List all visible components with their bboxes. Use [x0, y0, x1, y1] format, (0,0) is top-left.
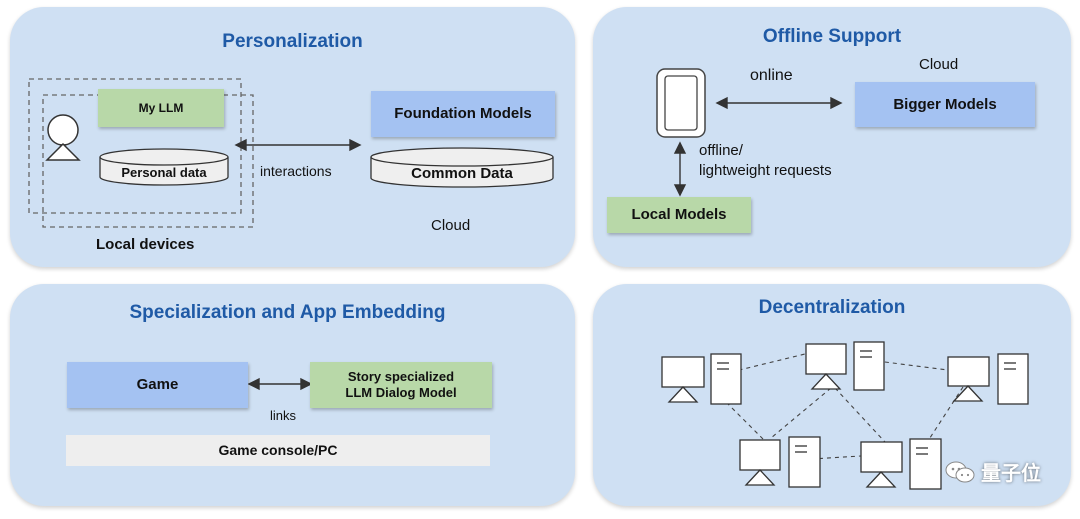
phone-icon	[656, 68, 706, 138]
computer-node-2	[805, 341, 885, 391]
common-data-cylinder	[370, 147, 554, 188]
decentralization-network	[661, 341, 1029, 490]
offline-support-title: Offline Support	[762, 26, 902, 47]
common-data-label: Common Data	[411, 164, 513, 182]
offline-support-panel: Offline Support online Cloud Bigger Mode…	[593, 7, 1071, 267]
network-links	[714, 353, 964, 460]
decentralization-panel: Decentralization	[593, 284, 1071, 506]
computer-node-3	[947, 353, 1029, 405]
offline-graphics	[656, 68, 843, 197]
offline-arrow	[673, 141, 687, 197]
interactions-arrow	[234, 138, 362, 152]
wechat-icon	[945, 461, 975, 482]
interactions-label: interactions	[260, 163, 332, 179]
story-model-box: Story specialized LLM Dialog Model	[310, 362, 492, 408]
computer-node-4	[739, 436, 821, 488]
local-models-box: Local Models	[607, 197, 751, 233]
personal-data-cylinder	[99, 148, 229, 186]
personalization-title: Personalization	[222, 31, 363, 52]
foundation-models-box: Foundation Models	[371, 91, 555, 137]
bigger-models-box: Bigger Models	[855, 82, 1035, 127]
specialization-panel: Specialization and App Embedding Game li…	[10, 284, 575, 506]
local-devices-label: Local devices	[96, 236, 195, 253]
cloud-label: Cloud	[431, 217, 471, 234]
offline-cloud-label: Cloud	[919, 56, 959, 73]
personal-data-label: Personal data	[121, 164, 207, 180]
offline-requests-line2: lightweight requests	[699, 162, 832, 180]
offline-requests-line1: offline/	[699, 142, 743, 159]
specialization-graphics	[247, 377, 313, 391]
links-label: links	[270, 408, 297, 423]
game-box: Game	[67, 362, 248, 408]
specialization-title: Specialization and App Embedding	[129, 302, 446, 323]
personalization-graphics	[28, 78, 554, 228]
my-llm-box: My LLM	[98, 89, 224, 127]
user-icon	[45, 114, 81, 161]
links-arrow	[247, 377, 313, 391]
personalization-panel: Personalization My LLM Personal data int…	[10, 7, 575, 267]
offline-requests-label: offline/ lightweight requests	[699, 141, 832, 182]
watermark: 量子位	[945, 457, 1041, 486]
decentralization-title: Decentralization	[758, 297, 906, 318]
online-label: online	[750, 67, 793, 84]
online-arrow	[715, 96, 843, 110]
story-model-line2: LLM Dialog Model	[345, 385, 457, 400]
story-model-line1: Story specialized	[347, 369, 455, 385]
computer-node-5	[860, 438, 942, 490]
computer-node-1	[661, 353, 742, 405]
game-console-box: Game console/PC	[66, 435, 490, 466]
watermark-text: 量子位	[981, 463, 1041, 485]
